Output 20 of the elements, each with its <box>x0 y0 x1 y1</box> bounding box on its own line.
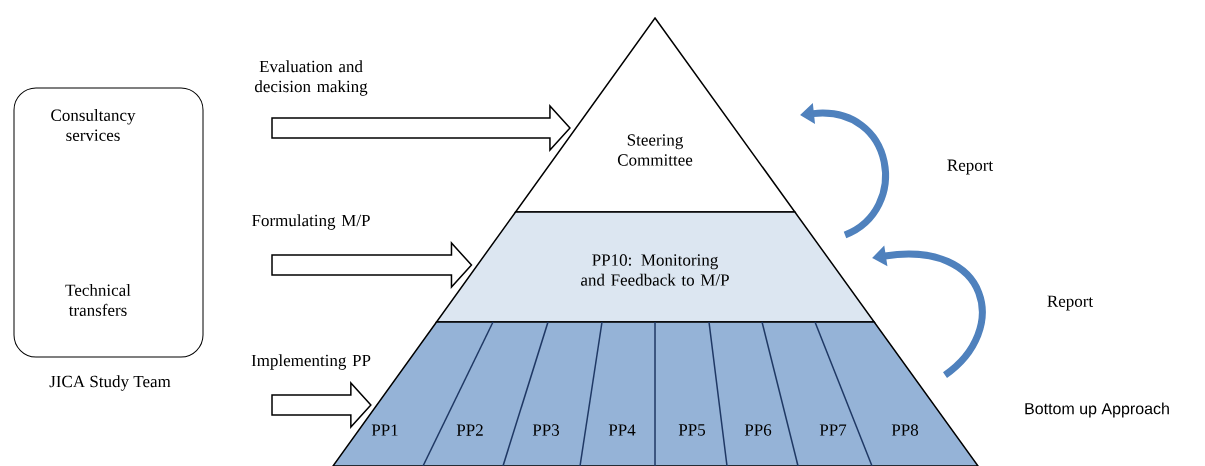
segment-label: PP1 <box>371 424 398 436</box>
node-label: JICA Study Team <box>49 375 171 391</box>
segment-label: PP4 <box>608 424 636 436</box>
segment-label: PP7 <box>819 424 847 436</box>
edge-label: Formulating M/P <box>252 214 370 230</box>
rounded-box: Consultancy services Technical transfers JICA Study Team <box>13 87 204 391</box>
block-arrow <box>271 241 473 289</box>
note-label: Bottom up Approach <box>1025 402 1169 418</box>
segment-label: PP2 <box>456 424 483 436</box>
segment-label: PP8 <box>891 424 919 436</box>
edge-label: Implementing PP <box>251 354 371 370</box>
edge-label: Report <box>1047 295 1094 311</box>
pyramid-tier: PP10: Monitoring and Feedback to M/P <box>435 211 876 323</box>
segment-label: PP3 <box>532 424 560 436</box>
segment-label: PP5 <box>678 424 706 436</box>
edge-label: Report <box>947 159 994 175</box>
segment-label: PP6 <box>744 424 772 436</box>
edge-label: Evaluation and decision making <box>254 60 368 96</box>
block-arrow <box>271 104 571 152</box>
block-arrow <box>271 381 372 429</box>
